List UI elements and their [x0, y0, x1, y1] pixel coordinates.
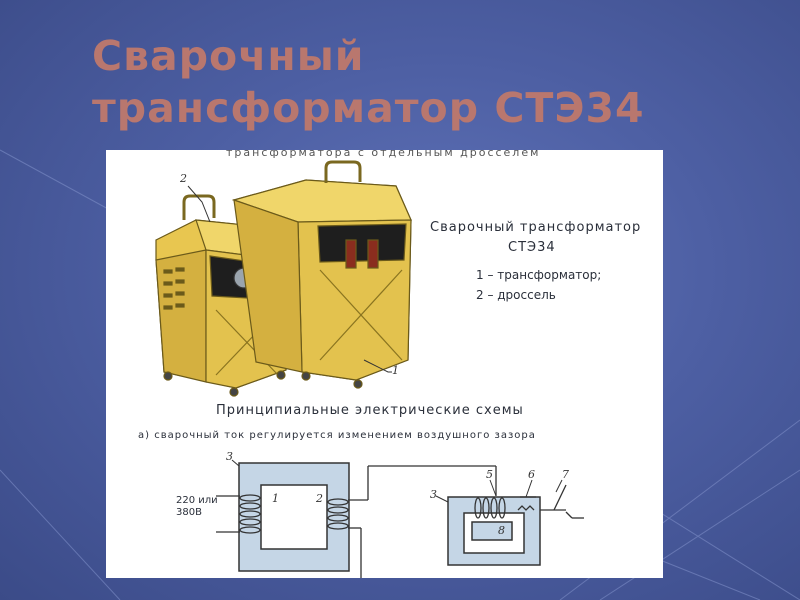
callout-1-primary: 1: [272, 492, 279, 505]
supply-voltage-line-2: 380В: [176, 507, 202, 518]
slide-title-line-1: Сварочный: [92, 32, 365, 80]
callout-2-choke: 2: [180, 172, 187, 185]
supply-voltage-line-1: 220 или: [176, 495, 218, 506]
callout-8-armature: 8: [498, 524, 505, 537]
legend-item-2: 2 – дроссель: [476, 288, 556, 302]
callout-2-secondary: 2: [316, 492, 323, 505]
callout-3-choke-core: 3: [430, 488, 437, 501]
schemes-subtitle: а) сварочный ток регулируется изменением…: [138, 430, 536, 441]
transformer-unit: [231, 160, 412, 389]
legend-item-1: 1 – трансформатор;: [476, 268, 602, 282]
slide-title: Сварочный трансформатор СТЭ34: [92, 30, 645, 134]
callout-1-transformer: 1: [392, 364, 399, 377]
callout-5-winding: 5: [486, 468, 493, 481]
slide-title-line-2: трансформатор СТЭ34: [92, 84, 645, 132]
secondary-winding: [327, 465, 497, 578]
figure-caption-line-2: СТЭ34: [508, 240, 556, 255]
cropped-header-text: трансформатора с отдельным дросселем: [226, 150, 541, 159]
schemes-title: Принципиальные электрические схемы: [216, 403, 524, 418]
primary-winding: [216, 494, 261, 534]
figure-caption-line-1: Сварочный трансформатор: [430, 220, 642, 235]
choke-winding: [474, 484, 584, 519]
figure-panel: трансформатора с отдельным дросселем Сва…: [106, 150, 663, 578]
schematic-choke: [447, 496, 541, 566]
supply-voltage-label: 220 или 380В: [176, 495, 218, 519]
callout-3-core: 3: [226, 450, 233, 463]
callout-7-electrode: 7: [562, 468, 569, 481]
schematic-transformer: [238, 462, 350, 572]
callout-6-gap: 6: [528, 468, 535, 481]
transformer-illustration: [155, 160, 584, 578]
